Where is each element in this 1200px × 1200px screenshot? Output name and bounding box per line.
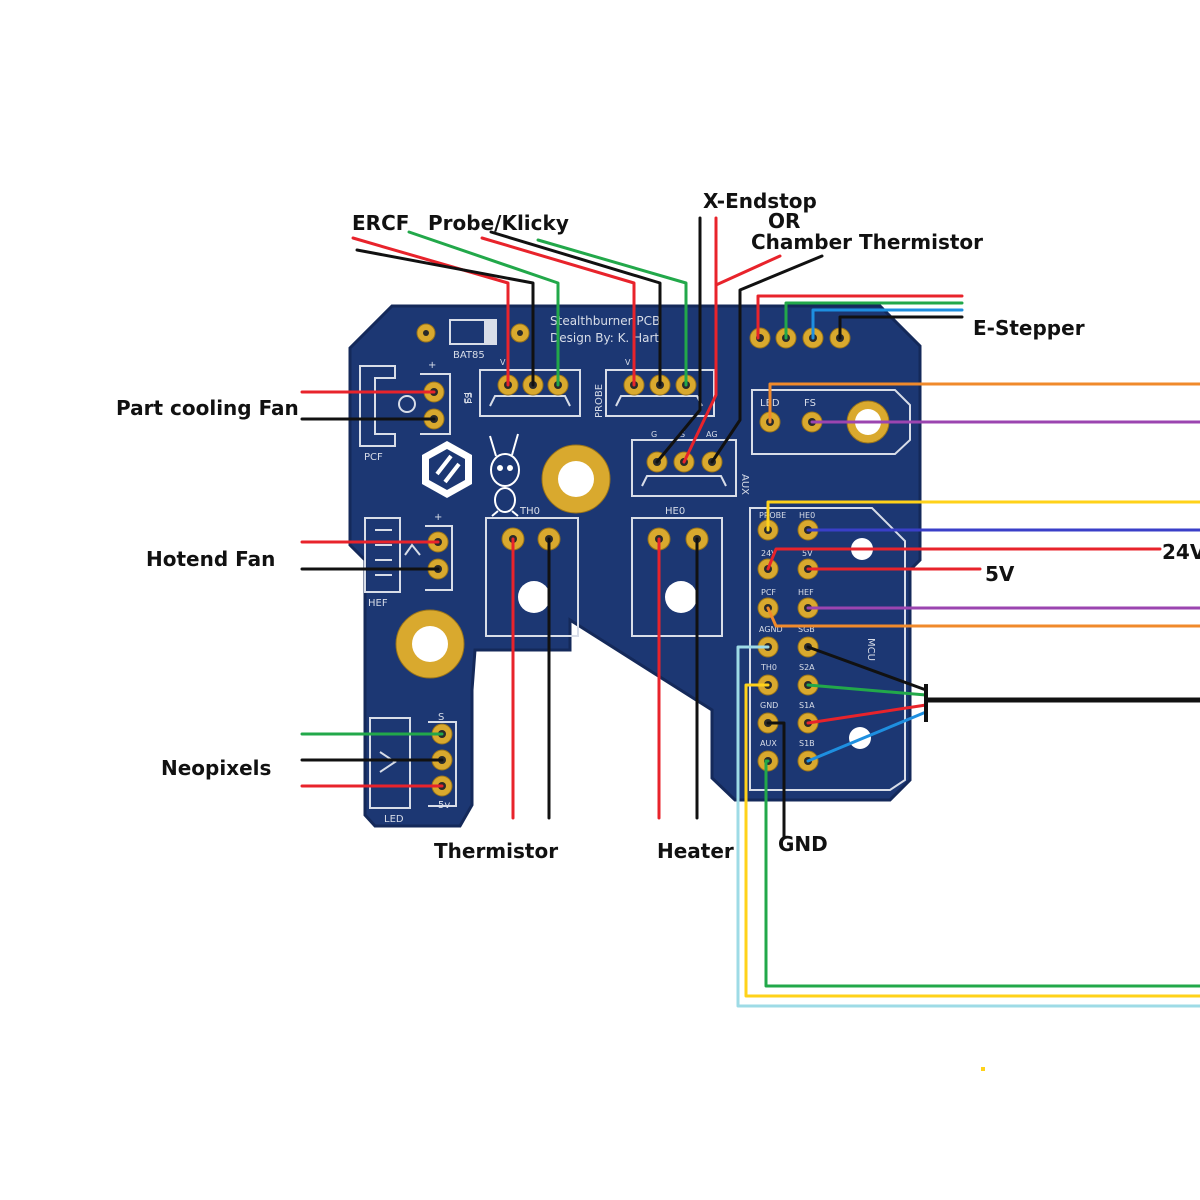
mount-hole-left bbox=[395, 609, 465, 679]
svg-text:5v: 5v bbox=[438, 800, 450, 811]
wire-mcu-aux-green bbox=[764, 759, 1200, 988]
wire-mcu-s1b-red bbox=[806, 703, 928, 725]
bat85-diode: BAT85 bbox=[416, 319, 530, 361]
label-thermistor: Thermistor bbox=[434, 839, 558, 863]
svg-text:AUX: AUX bbox=[760, 739, 777, 748]
svg-text:FS: FS bbox=[464, 392, 475, 404]
svg-text:+: + bbox=[428, 360, 436, 371]
svg-text:FS: FS bbox=[461, 392, 472, 404]
svg-text:HEF: HEF bbox=[368, 598, 388, 609]
svg-text:5V: 5V bbox=[802, 549, 813, 558]
voron-logo bbox=[422, 441, 472, 498]
wire-probe-green bbox=[536, 238, 688, 387]
label-part-cooling-fan: Part cooling Fan bbox=[116, 396, 299, 420]
svg-text:V: V bbox=[625, 358, 631, 367]
svg-text:S: S bbox=[438, 712, 444, 723]
wire-mcu-s1b-blue bbox=[806, 710, 928, 763]
mcu-pin-labels-left: PROBE 24V PCF AGND TH0 GND AUX bbox=[759, 511, 786, 748]
svg-text:PROBE: PROBE bbox=[759, 511, 786, 520]
svg-text:S1A: S1A bbox=[799, 701, 815, 710]
svg-text:AUX: AUX bbox=[739, 474, 750, 495]
svg-text:S2A: S2A bbox=[799, 663, 815, 672]
mount-hole-center bbox=[541, 444, 611, 514]
label-x-endstop: X-Endstop bbox=[703, 189, 817, 213]
svg-text:FS: FS bbox=[804, 398, 816, 409]
svg-text:GND: GND bbox=[760, 701, 778, 710]
wire-mcu-s2a-black bbox=[806, 645, 928, 692]
svg-text:TH0: TH0 bbox=[760, 663, 777, 672]
svg-text:PCF: PCF bbox=[364, 452, 383, 463]
stray-dot bbox=[981, 1067, 985, 1071]
svg-text:PROBE: PROBE bbox=[594, 384, 605, 418]
wire-mcu-gnd-black bbox=[766, 721, 786, 840]
svg-text:LED: LED bbox=[384, 814, 404, 825]
label-chamber-thermistor: Chamber Thermistor bbox=[751, 230, 983, 254]
wire-estep-blue bbox=[811, 308, 964, 340]
bat85-label: BAT85 bbox=[453, 350, 485, 361]
label-neopixels: Neopixels bbox=[161, 756, 271, 780]
svg-text:+: + bbox=[434, 512, 442, 523]
wire-estep-black bbox=[838, 315, 964, 340]
svg-text:HEF: HEF bbox=[798, 588, 814, 597]
wire-probe-black bbox=[489, 230, 662, 387]
svg-text:24V: 24V bbox=[761, 549, 777, 558]
label-e-stepper: E-Stepper bbox=[973, 316, 1085, 340]
svg-text:AGND: AGND bbox=[759, 625, 783, 634]
svg-text:S: S bbox=[680, 430, 685, 439]
label-24v: 24V bbox=[1162, 540, 1200, 564]
wire-ercf-red bbox=[351, 236, 510, 387]
board-title: Stealthburner PCB bbox=[550, 314, 660, 328]
probe-connector: V PROBE bbox=[594, 358, 715, 418]
label-hotend-fan: Hotend Fan bbox=[146, 547, 275, 571]
svg-text:SGB: SGB bbox=[798, 625, 815, 634]
label-or: OR bbox=[768, 209, 800, 233]
label-probe-klicky: Probe/Klicky bbox=[428, 211, 569, 235]
svg-text:AG: AG bbox=[706, 430, 718, 439]
label-gnd: GND bbox=[778, 832, 828, 856]
svg-text:V: V bbox=[500, 358, 506, 367]
svg-text:MCU: MCU bbox=[865, 638, 876, 661]
svg-text:TH0: TH0 bbox=[519, 506, 540, 517]
svg-text:PCF: PCF bbox=[761, 588, 776, 597]
board-designer: Design By: K. Hart bbox=[550, 331, 659, 345]
wire-ercf-green bbox=[407, 230, 560, 387]
label-5v: 5V bbox=[985, 562, 1015, 586]
svg-text:HE0: HE0 bbox=[799, 511, 815, 520]
wire-aux-red bbox=[682, 216, 718, 464]
wire-mcu-agnd-lightblue bbox=[736, 645, 1200, 1008]
svg-text:HE0: HE0 bbox=[665, 506, 685, 517]
wire-estep-green bbox=[784, 301, 964, 340]
wire-aux-black-chamber bbox=[710, 254, 824, 464]
label-heater: Heater bbox=[657, 839, 734, 863]
pcb-board: BAT85 Stealthburner PCB Design By: K. Ha… bbox=[348, 304, 922, 828]
label-ercf: ERCF bbox=[352, 211, 409, 235]
wire-mcu-th0-yellow bbox=[744, 683, 1200, 998]
wires bbox=[300, 216, 1200, 1071]
bunny-mascot-icon bbox=[489, 433, 520, 517]
labels: ERCF Probe/Klicky X-Endstop OR Chamber T… bbox=[116, 189, 1200, 863]
svg-text:S1B: S1B bbox=[799, 739, 815, 748]
wire-aux-black-x bbox=[655, 216, 702, 464]
wire-led-orange bbox=[768, 382, 1200, 424]
wire-mcu-pcf-orange bbox=[766, 606, 1200, 628]
led-connector: S 5v LED bbox=[369, 712, 457, 825]
svg-text:G: G bbox=[651, 430, 657, 439]
wire-mcu-24v-red bbox=[766, 547, 1162, 571]
wire-aux-red-chamber bbox=[714, 254, 782, 287]
wire-probe-red bbox=[480, 236, 636, 387]
wire-estep-red bbox=[756, 294, 964, 340]
wire-ercf-black bbox=[355, 248, 535, 387]
mcu-pin-labels-right: HE0 5V HEF SGB S2A S1A S1B bbox=[798, 511, 815, 748]
wire-mcu-probe-yellow bbox=[766, 500, 1200, 532]
he0-connector: HE0 bbox=[631, 506, 723, 637]
wire-mcu-s1a-green bbox=[806, 683, 928, 697]
